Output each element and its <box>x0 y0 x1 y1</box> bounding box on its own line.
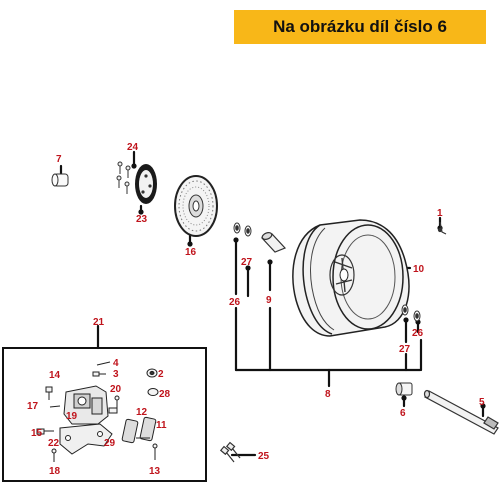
callout-27-left: 27 <box>241 257 253 268</box>
callout-26-left: 26 <box>229 297 241 308</box>
part-spacer-27-left <box>244 225 252 237</box>
callout-8: 8 <box>325 389 331 400</box>
callout-5: 5 <box>479 397 485 408</box>
part-wheel-10 <box>292 219 410 337</box>
callout-4: 4 <box>113 358 119 369</box>
part-caliper-bracket-11 <box>59 423 113 455</box>
callout-14: 14 <box>49 370 61 381</box>
callout-17: 17 <box>27 401 39 412</box>
caliper-detail-box <box>2 347 207 482</box>
part-valve-1 <box>437 221 447 235</box>
part-number-banner: Na obrázku díl číslo 6 <box>234 10 486 44</box>
part-hub-bolts-24 <box>116 161 131 194</box>
part-washer-26-right <box>413 310 421 322</box>
part-bolts-25 <box>219 441 241 463</box>
callout-25: 25 <box>258 451 270 462</box>
part-spacer-27-right <box>401 304 409 316</box>
part-brake-pads-29 <box>121 416 157 444</box>
callout-19: 19 <box>66 411 78 422</box>
part-hub-23 <box>135 164 157 204</box>
banner-text: Na obrázku díl číslo 6 <box>273 17 447 36</box>
callout-10: 10 <box>413 264 425 275</box>
callout-11: 11 <box>156 420 167 431</box>
callout-27-right: 27 <box>399 344 411 355</box>
callout-15: 15 <box>31 428 43 439</box>
callout-9: 9 <box>266 295 272 306</box>
part-caliper-body-12 <box>63 385 109 425</box>
callout-22: 22 <box>48 438 60 449</box>
callout-21: 21 <box>93 317 105 328</box>
part-bushing-7 <box>51 173 69 187</box>
callout-20: 20 <box>110 384 122 395</box>
callout-1: 1 <box>437 208 443 219</box>
part-axle-5 <box>423 389 499 435</box>
callout-6: 6 <box>400 408 406 419</box>
callout-26-right: 26 <box>412 328 424 339</box>
callout-18: 18 <box>49 466 61 477</box>
callout-12: 12 <box>136 407 148 418</box>
callout-23: 23 <box>136 214 148 225</box>
part-spacer-tube-9 <box>260 232 287 253</box>
part-brake-disc-16 <box>174 175 218 237</box>
callout-28: 28 <box>159 389 171 400</box>
callout-2: 2 <box>158 369 164 380</box>
callout-24: 24 <box>127 142 139 153</box>
part-caliper-small-parts <box>36 361 159 462</box>
callout-3: 3 <box>113 369 119 380</box>
callout-13: 13 <box>149 466 161 477</box>
callout-16: 16 <box>185 247 197 258</box>
part-bushing-6 <box>395 382 413 396</box>
callout-7: 7 <box>56 154 62 165</box>
part-washer-26-left <box>233 222 241 234</box>
callout-29: 29 <box>104 438 116 449</box>
